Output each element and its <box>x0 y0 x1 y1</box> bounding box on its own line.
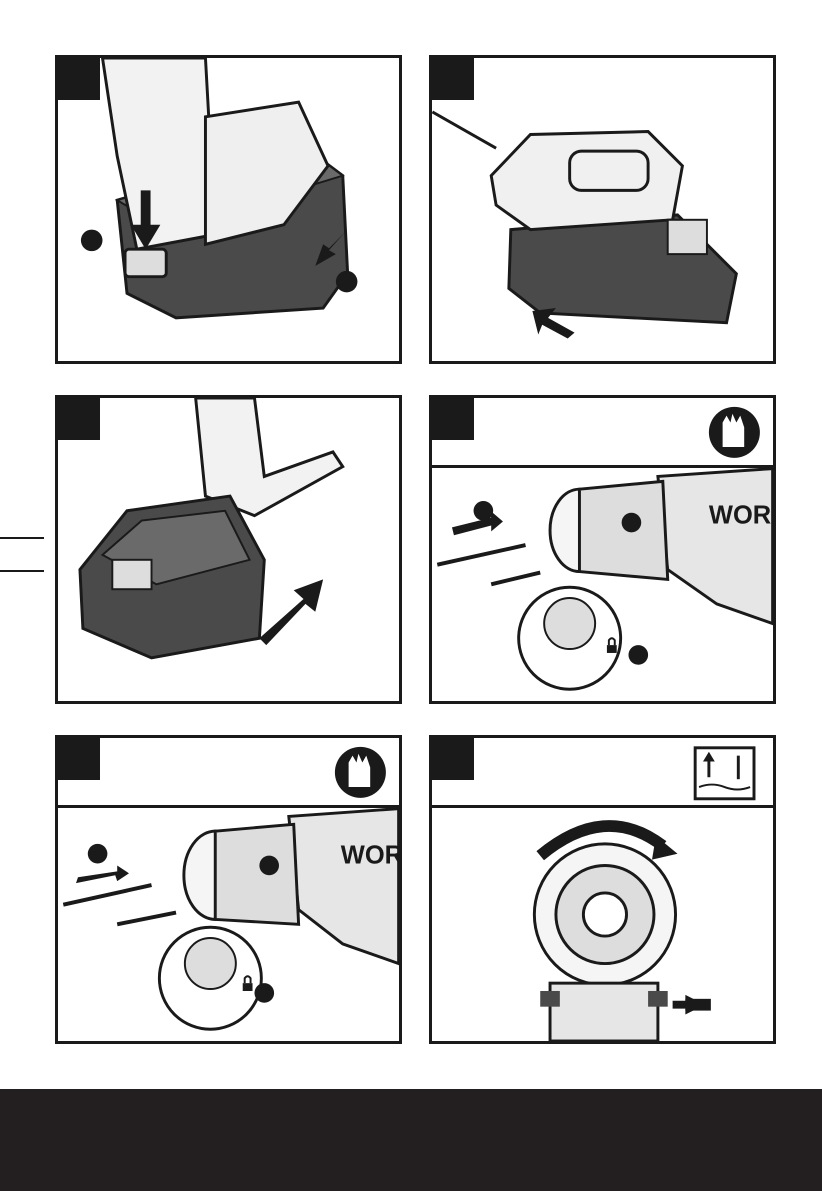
charger-cable-icon <box>432 112 496 148</box>
margin-mark-top <box>0 537 44 539</box>
panel-5: WOR <box>55 735 402 1044</box>
panel-2 <box>429 55 776 364</box>
panel-4: WOR <box>429 395 776 704</box>
gloves-icon <box>709 407 760 458</box>
battery-removal-illustration <box>58 58 399 361</box>
callout-dot-1 <box>81 230 103 252</box>
panel-1 <box>55 55 402 364</box>
chuck-close-illustration: WOR <box>58 738 399 1041</box>
push-arrow-icon <box>673 995 711 1015</box>
footer-bar <box>0 1089 822 1191</box>
callout-dot-2 <box>336 271 358 293</box>
brand-mark: WOR <box>709 502 771 530</box>
brand-mark: WOR <box>341 842 399 870</box>
gloves-icon <box>335 747 386 798</box>
battery-charger-illustration <box>432 58 773 361</box>
chuck-open-illustration: WOR <box>432 398 773 701</box>
panel-3 <box>55 395 402 704</box>
margin-mark-bottom <box>0 570 44 572</box>
direction-switch-illustration <box>432 738 773 1041</box>
panel-6 <box>429 735 776 1044</box>
battery-insert-illustration <box>58 398 399 701</box>
screw-depth-icon <box>695 748 754 799</box>
up-arrow-icon <box>259 579 323 645</box>
